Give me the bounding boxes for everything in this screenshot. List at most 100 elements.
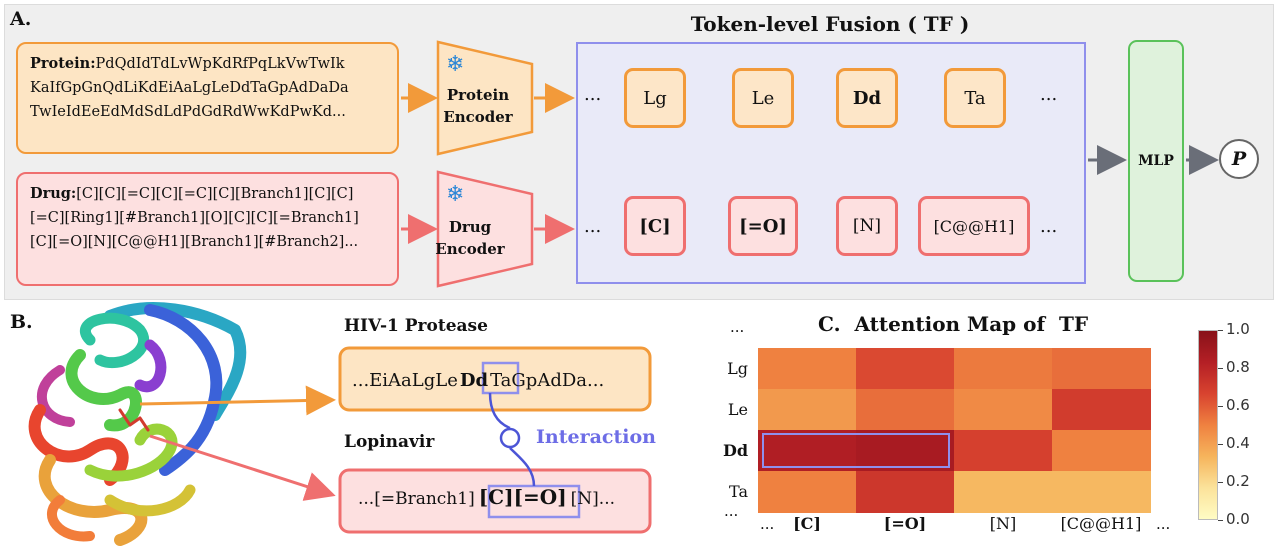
drug-snippet-pre: ...[=Branch1] [358,489,475,509]
heatmap-col-label: [=O] [883,514,927,533]
panel-b-label: B. [10,311,33,333]
protein-prefix: Protein: [30,55,96,72]
drug-encoder-snowflake-icon: ❄ [446,182,465,207]
colorbar-tick-mark [1218,405,1223,407]
heatmap-col-labels: [C] [=O] [N] [C@@H1] [758,512,1150,542]
structure-to-protein-arrow [139,385,336,416]
colorbar-tick-label: 0.8 [1226,358,1250,376]
interaction-node-icon [499,427,521,449]
protein-tokens-left-ellipsis: ... [584,84,602,105]
heatmap-cell-1-3 [1052,389,1151,431]
colorbar-tick-label: 1.0 [1226,320,1250,338]
colorbar [1198,330,1218,520]
structure-to-drug-arrow [149,434,336,501]
protein-name: HIV-1 Protease [344,316,488,336]
output-p-node: P [1219,139,1259,179]
drug-tokens-right-ellipsis: ... [1040,216,1058,237]
panel-a-label: A. [10,8,32,30]
protein-snippet-post: TaGpAdDa... [490,370,605,391]
protein-token-le: Le [732,68,794,128]
drug-encoder-line-1: Drug [448,218,492,236]
protein-sequence-box: Protein:PdQdIdTdLvWpKdRfPqLkVwTwIk KaIfG… [16,42,399,154]
heatmap-cell-1-0 [758,389,857,431]
drug-tokens-left-ellipsis: ... [584,216,602,237]
drug-prefix: Drug: [30,185,77,202]
protein-token-lg: Lg [624,68,686,128]
colorbar-tick-mark [1218,481,1223,483]
tf-title: Token-level Fusion ( TF ) [690,12,970,36]
protein-encoder-label: Protein Encoder [430,84,526,128]
drug-snippet-post: [N]... [570,489,616,509]
heatmap-cell-3-1 [856,471,955,513]
dd-highlight-frame [481,361,520,395]
drug-token-c-at-at-h1: [C@@H1] [918,196,1030,256]
drug-seq-line-2: [=C][Ring1][#Branch1][O][C][C][=Branch1] [30,210,359,226]
heatmap-row-label: Le [727,399,748,419]
drug-snippet-highlight: [C][=O] [478,485,567,509]
colorbar-tick-label: 0.4 [1226,434,1250,452]
protein-encoder-line-1: Protein [446,86,510,104]
heatmap-cell-0-1 [856,348,955,390]
colorbar-tick-mark [1218,443,1223,445]
protein-snippet-highlight: Dd [459,370,489,391]
drug-seq-line-3: [C][=O][N][C@@H1][Branch1][#Branch2]... [30,234,359,250]
drug-token-eq-o: [=O] [728,196,798,256]
drug-encoder-line-2: Encoder [435,240,505,258]
heatmap-cell-1-2 [954,389,1053,431]
protein-encoder-snowflake-icon: ❄ [446,52,465,77]
drug-seq-line-1: [C][C][=C][C][=C][C][Branch1][C][C] [76,186,354,202]
heatmap-x-right-ellipsis: ... [1156,515,1171,533]
protein-tokens-right-ellipsis: ... [1040,84,1058,105]
heatmap-cell-3-2 [954,471,1053,513]
colorbar-tick-mark [1218,367,1223,369]
protein-structure-illustration [28,302,247,546]
protein-snippet-box [338,346,652,412]
panel-c-title: C. Attention Map of TF [818,312,1088,336]
interaction-connector [488,392,536,487]
protein-encoder-shape [436,40,534,156]
protein-token-ta: Ta [944,68,1006,128]
heatmap-top-ellipsis: ... [730,318,745,336]
heatmap-row-label: Lg [727,358,748,378]
protein-seq-line-3: TwIeIdEeEdMdSdLdPdGdRdWwKdPwKd... [30,104,346,120]
protein-token-dd: Dd [836,68,898,128]
protein-seq-line-1: PdQdIdTdLvWpKdRfPqLkVwTwIk [95,56,345,72]
interaction-label: Interaction [536,426,656,448]
heatmap-title: Attention Map of TF [854,312,1089,336]
heatmap-cell-2-3 [1052,430,1151,472]
drug-token-n: [N] [836,196,898,256]
heatmap-bottom-ellipsis: ... [724,502,739,520]
colorbar-tick-label: 0.2 [1226,472,1250,490]
panel-c-label: C. [818,312,841,336]
attention-heatmap [758,348,1151,513]
heatmap-cell-3-3 [1052,471,1151,513]
heatmap-cell-1-1 [856,389,955,431]
protein-encoder-line-2: Encoder [443,108,513,126]
heatmap-cell-0-3 [1052,348,1151,390]
heatmap-row-label: Ta [729,481,748,501]
mlp-box: MLP [1128,40,1184,282]
heatmap-col-label: [C] [793,514,821,533]
heatmap-cell-2-2 [954,430,1053,472]
colorbar-tick-mark [1218,519,1223,521]
drug-name: Lopinavir [344,432,435,452]
colorbar-tick-mark [1218,329,1223,331]
heatmap-cell-2-1 [856,430,955,472]
heatmap-col-label: [N] [989,514,1017,533]
heatmap-cell-3-0 [758,471,857,513]
colorbar-tick-label: 0.0 [1226,510,1250,528]
heatmap-highlight-frame [762,433,950,468]
drug-token-c: [C] [624,196,686,256]
protein-seq-line-2: KaIfGpGnQdLiKdEiAaLgLeDdTaGpAdDaDa [30,80,349,96]
heatmap-row-label: Dd [722,440,748,460]
drug-sequence-box: Drug:[C][C][=C][C][=C][C][Branch1][C][C]… [16,172,399,286]
drug-encoder-label: Drug Encoder [422,216,518,260]
panel-b-shapes [139,346,652,534]
heatmap-cell-2-0 [758,430,857,472]
heatmap-col-label: [C@@H1] [1060,514,1142,533]
heatmap-cell-0-2 [954,348,1053,390]
heatmap-cell-0-0 [758,348,857,390]
